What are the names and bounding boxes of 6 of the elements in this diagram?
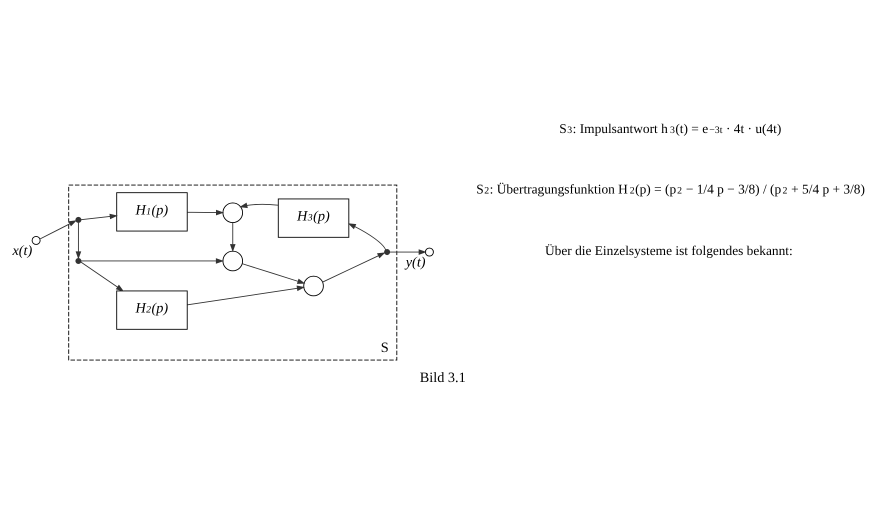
caption: Bild 3.1 xyxy=(420,370,466,386)
node-label: x(t) xyxy=(12,243,32,259)
label: S3: Impulsantwort h3(t) = e−3t · 4t · u(4t) xyxy=(559,120,782,136)
label: Über die Einzelsysteme ist folgendes bekannt: xyxy=(545,243,793,258)
node-label: y(t) xyxy=(406,254,426,271)
label: S2: Übertragungsfunktion H2(p) = (p2 − 1/4 p − 3/8) / (p2 + 5/4 p + 3/8) xyxy=(476,182,865,197)
